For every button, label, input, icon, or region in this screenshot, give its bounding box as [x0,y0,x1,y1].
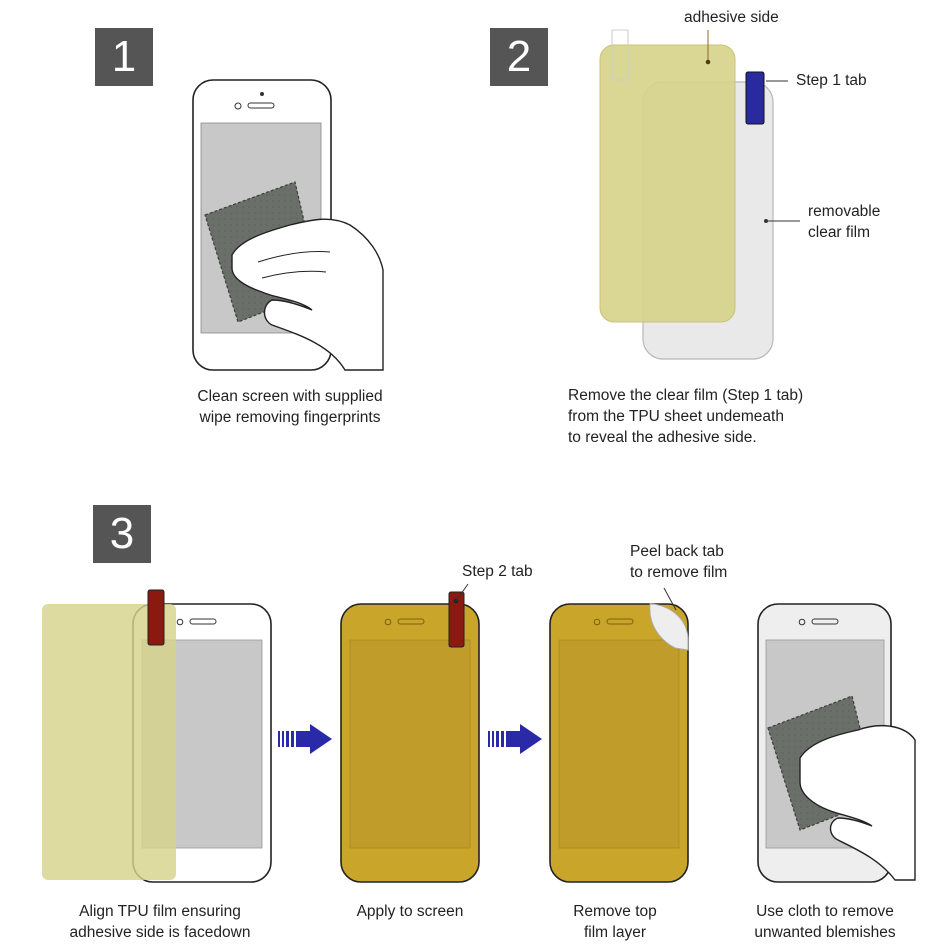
panel4-caption-line2: unwanted blemishes [754,924,896,941]
peel-tab-label-line2: to remove film [630,564,728,581]
panel3-caption-line1: Remove top [573,903,657,920]
clear-film-label: removable clear film [808,201,880,243]
panel4-hand [799,725,916,881]
panel2-caption: Apply to screen [320,901,500,922]
panel2-phone [340,603,480,883]
step2-tab-label: Step 2 tab [462,563,533,580]
panel1-caption-line2: adhesive side is facedown [69,924,251,941]
step1-caption: Clean screen with supplied wipe removing… [165,386,415,428]
panel1-caption: Align TPU film ensuring adhesive side is… [40,901,280,943]
panel2-caption-line1: Apply to screen [356,903,464,920]
clear-film-label-line2: clear film [808,224,871,241]
panel2-tab [448,591,465,648]
step2-adhesive-film [599,29,736,323]
panel3-caption-line2: film layer [583,924,646,941]
peel-leader-line [663,587,677,611]
step-1-badge: 1 [95,28,153,86]
step1-caption-line1: Clean screen with supplied [197,388,383,405]
panel1-tab [147,589,165,646]
step-2-badge: 2 [490,28,548,86]
adhesive-side-label: adhesive side [684,9,779,26]
step1-tab-label: Step 1 tab [796,72,867,89]
step2-caption-line2: from the TPU sheet undemeath [568,408,784,425]
panel4-caption: Use cloth to remove unwanted blemishes [730,901,920,943]
step1-tab [745,71,765,125]
adhesive-leader-dot [705,59,711,65]
clear-film-label-line1: removable [808,203,881,220]
arrow-2 [488,724,542,754]
peel-tab-label-line1: Peel back tab [630,543,724,560]
panel3-phone [549,603,689,883]
step1-hand [231,218,384,371]
step2-caption-line1: Remove the clear film (Step 1 tab) [568,387,804,404]
step1-caption-line2: wipe removing fingerprints [199,409,381,426]
panel1-caption-line1: Align TPU film ensuring [79,903,241,920]
panel1-tpu-film [42,604,176,880]
step-3-badge: 3 [93,505,151,563]
arrow-1 [278,724,332,754]
step2-caption: Remove the clear film (Step 1 tab) from … [568,385,868,448]
step2-caption-line3: to reveal the adhesive side. [568,429,757,446]
peel-tab-label: Peel back tab to remove film [630,541,727,583]
tab2-leader-line [455,583,469,602]
film-leader-dot [764,219,768,223]
panel3-caption: Remove top film layer [530,901,700,943]
panel4-caption-line1: Use cloth to remove [756,903,894,920]
